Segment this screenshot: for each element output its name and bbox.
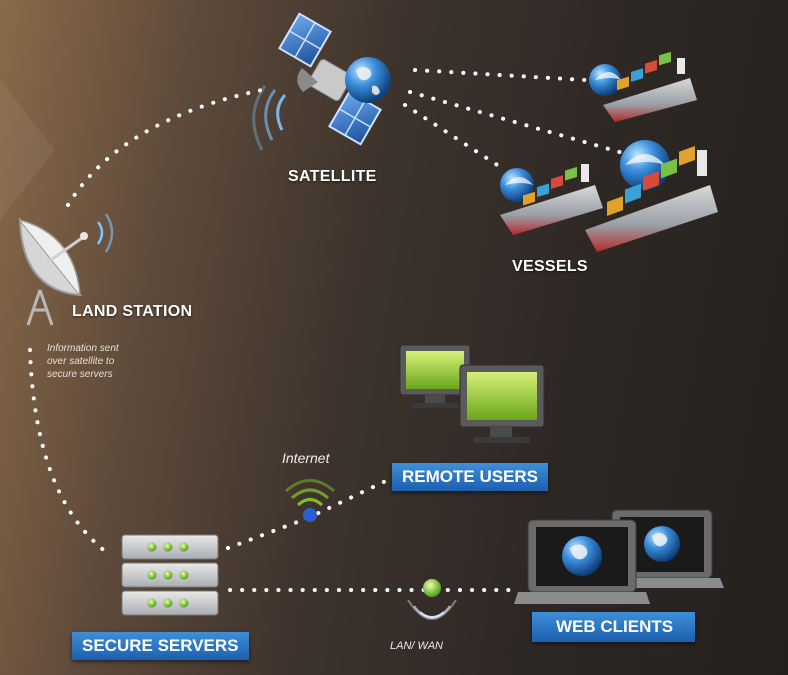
link-satellite-vessel-2 [408,90,632,157]
lan-wan-label: LAN/ WAN [390,640,443,652]
info-note: Information sent over satellite to secur… [47,342,119,381]
ship-icon [585,140,718,252]
info-note-line: secure servers [47,369,113,380]
monitor-icon [399,344,471,408]
dish-icon [18,213,114,326]
laptop-icon [514,519,650,604]
satellite-label: SATELLITE [288,168,377,185]
land-station-label: LAND STATION [72,303,193,320]
info-note-line: Information sent [47,343,119,354]
ship-icon [500,164,603,235]
internet-label: Internet [282,450,330,466]
vessels-label: VESSELS [512,258,588,275]
wifi-icon [285,479,335,522]
link-land-servers [28,348,112,557]
satellite-icon [252,12,391,151]
info-note-line: over satellite to [47,356,115,367]
monitor-icon [459,364,545,443]
ship-icon [589,51,697,122]
link-land-satellite [66,88,264,207]
lan-node-icon [407,579,457,620]
background-chevron [0,80,55,220]
server-icon [121,534,219,616]
link-satellite-vessel-3 [403,103,507,172]
web-clients-label: WEB CLIENTS [532,612,696,642]
link-satellite-vessel-1 [413,68,587,82]
secure-servers-label: SECURE SERVERS [72,632,249,660]
remote-users-label: REMOTE USERS [392,463,549,491]
